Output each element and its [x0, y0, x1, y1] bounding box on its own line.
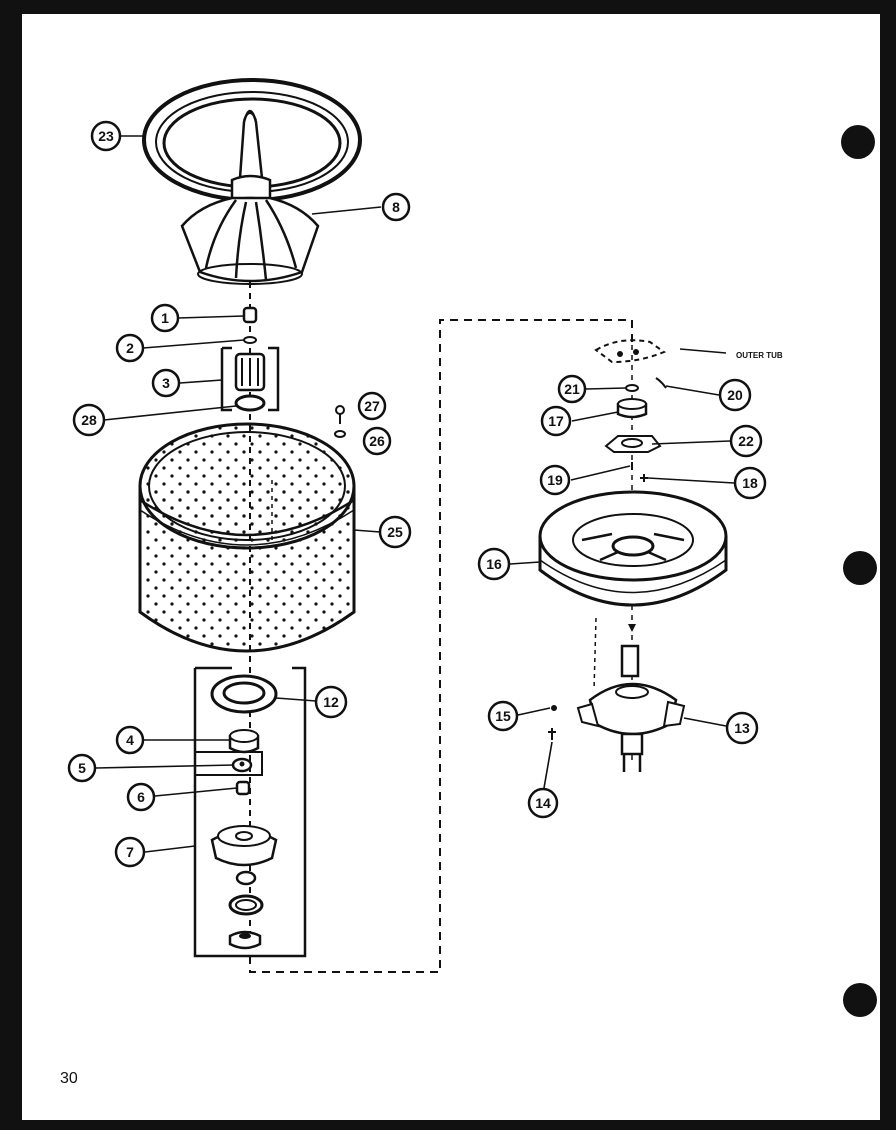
lower-parts-bracket	[193, 666, 307, 958]
svg-text:1: 1	[161, 310, 169, 326]
part-20-clip	[655, 377, 667, 389]
part-8-agitator	[180, 109, 320, 285]
outer-tub-section	[594, 339, 667, 364]
callout-12: 12	[314, 685, 348, 719]
svg-text:3: 3	[162, 375, 170, 391]
leader-lines	[95, 135, 735, 853]
callout-14: 14	[527, 787, 559, 819]
svg-text:14: 14	[535, 795, 551, 811]
svg-text:8: 8	[392, 199, 400, 215]
svg-text:26: 26	[369, 433, 385, 449]
part-3-bracket	[220, 346, 280, 412]
housing-fastener	[628, 624, 636, 632]
part-21-washer	[625, 384, 639, 392]
callout-16: 16	[477, 547, 511, 581]
part-14-screw	[548, 728, 556, 740]
svg-text:12: 12	[323, 694, 339, 710]
punch-hole-top	[841, 125, 875, 159]
callout-23: 23	[90, 120, 122, 152]
svg-text:15: 15	[495, 708, 511, 724]
svg-text:25: 25	[387, 524, 403, 540]
svg-text:19: 19	[547, 472, 563, 488]
svg-text:23: 23	[98, 128, 114, 144]
part-12-gasket	[210, 674, 278, 714]
part-22-seal	[604, 435, 662, 453]
part-28-seal	[234, 394, 266, 412]
svg-text:28: 28	[81, 412, 97, 428]
callout-28: 28	[72, 403, 106, 437]
part-5-nut	[231, 757, 253, 773]
outer-tub-label: OUTER TUB	[736, 351, 783, 360]
callout-20: 20	[718, 378, 752, 412]
part-4-hub	[228, 729, 260, 754]
part-7-base-stack	[210, 825, 278, 950]
svg-text:20: 20	[727, 387, 743, 403]
callout-19: 19	[539, 464, 571, 496]
svg-text:17: 17	[548, 413, 564, 429]
callout-26: 26	[362, 426, 392, 456]
svg-text:16: 16	[486, 556, 502, 572]
callout-3: 3	[151, 368, 181, 398]
part-2-washer	[243, 336, 257, 344]
svg-text:4: 4	[126, 732, 134, 748]
callout-27: 27	[357, 391, 387, 421]
callout-8: 8	[381, 192, 411, 222]
part-17-bearing	[616, 398, 648, 419]
svg-text:21: 21	[564, 381, 580, 397]
callout-21: 21	[557, 374, 587, 404]
callout-25: 25	[378, 515, 412, 549]
svg-text:22: 22	[738, 433, 754, 449]
assembly-connector-line	[249, 319, 633, 973]
part-26-washer	[334, 430, 346, 438]
callout-15: 15	[487, 700, 519, 732]
callout-6: 6	[126, 782, 156, 812]
page-number: 30	[60, 1070, 78, 1087]
svg-text:6: 6	[137, 789, 145, 805]
callout-4: 4	[115, 725, 145, 755]
part-6-bushing	[235, 780, 251, 796]
part-27-screw	[335, 405, 345, 424]
punch-hole-middle	[843, 551, 877, 585]
svg-text:2: 2	[126, 340, 134, 356]
callout-17: 17	[540, 405, 572, 437]
part-1-cap	[242, 306, 258, 324]
callout-13: 13	[725, 711, 759, 745]
part-25-basket	[138, 422, 356, 653]
outer-tub-leader	[679, 348, 727, 354]
svg-text:7: 7	[126, 844, 134, 860]
callout-18: 18	[733, 466, 767, 500]
part-15-fastener	[551, 705, 557, 711]
callout-22: 22	[729, 424, 763, 458]
callout-7: 7	[114, 836, 146, 868]
svg-text:5: 5	[78, 760, 86, 776]
callout-2: 2	[115, 333, 145, 363]
punch-hole-bottom	[843, 983, 877, 1017]
part-18-fastener	[640, 474, 648, 482]
svg-text:18: 18	[742, 475, 758, 491]
callout-5: 5	[67, 753, 97, 783]
callout-1: 1	[150, 303, 180, 333]
svg-text:13: 13	[734, 720, 750, 736]
part-16-housing	[538, 490, 728, 607]
part-13-transmission	[576, 617, 686, 772]
svg-text:27: 27	[364, 398, 380, 414]
